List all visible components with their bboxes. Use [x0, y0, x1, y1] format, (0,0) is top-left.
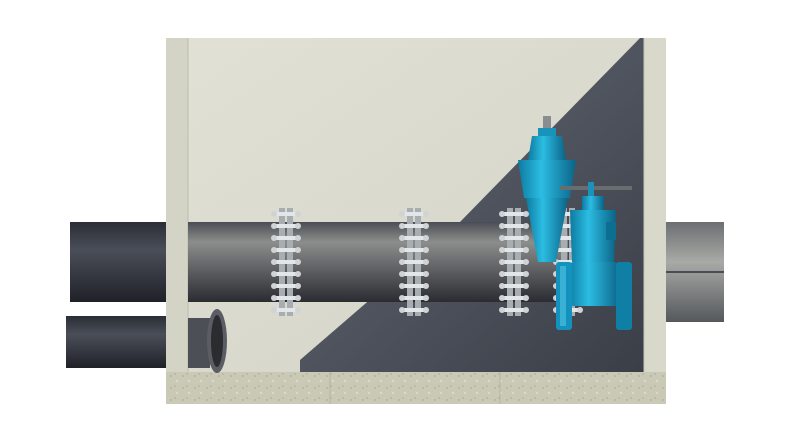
flange-joint: [399, 208, 429, 316]
bolt: [274, 236, 298, 240]
bolt: [402, 284, 426, 288]
bolt: [502, 236, 526, 240]
outlet-pipe-right: [660, 222, 724, 322]
inlet-pipe-lower-left: [66, 316, 176, 368]
flange-adapter-icon: [188, 309, 227, 373]
bolt: [502, 272, 526, 276]
bolt: [274, 284, 298, 288]
bolt: [274, 248, 298, 252]
bolt: [502, 260, 526, 264]
floor-slab: [166, 372, 666, 404]
gate-valve-icon: [518, 116, 632, 330]
bolt: [402, 248, 426, 252]
flange-joint: [499, 208, 529, 316]
bolt: [402, 296, 426, 300]
bolt: [402, 272, 426, 276]
bolt: [502, 224, 526, 228]
bolt: [274, 296, 298, 300]
inlet-pipe-upper-left: [70, 222, 170, 302]
bolt: [402, 236, 426, 240]
bolt: [402, 224, 426, 228]
bolt: [402, 260, 426, 264]
bolt: [502, 248, 526, 252]
bolt: [274, 260, 298, 264]
bolt: [402, 308, 426, 312]
flange-joint: [271, 208, 301, 316]
bolt: [274, 224, 298, 228]
bolt: [402, 212, 426, 216]
bolt: [502, 296, 526, 300]
bolt: [274, 212, 298, 216]
bolt: [274, 308, 298, 312]
wall-seams: [329, 372, 501, 404]
bolt: [502, 308, 526, 312]
bolt: [502, 284, 526, 288]
bolt: [274, 272, 298, 276]
bolt: [502, 212, 526, 216]
